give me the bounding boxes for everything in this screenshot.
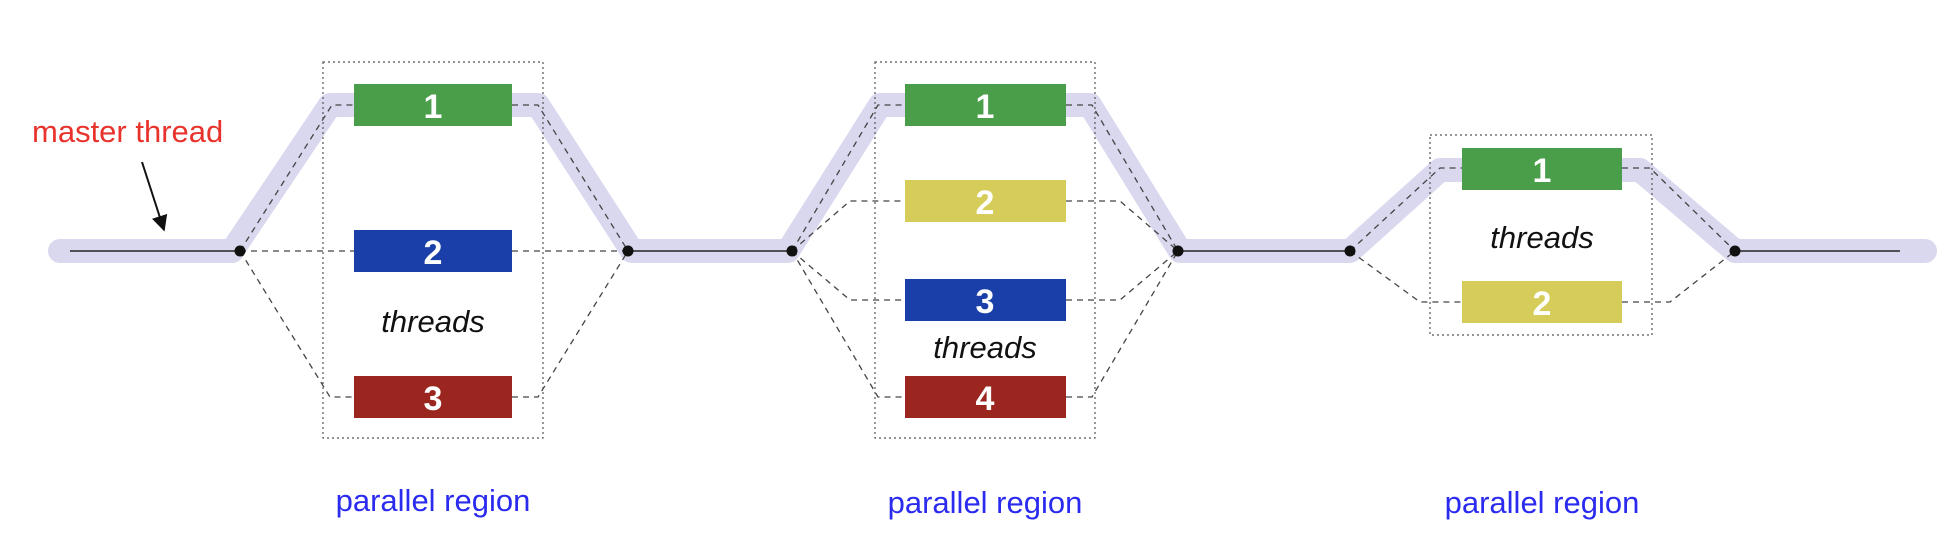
parallel-region-box — [874, 61, 1096, 439]
fork-node — [1344, 245, 1356, 257]
thread-path — [1066, 104, 1179, 252]
thread-bar — [354, 230, 512, 272]
join-node — [1172, 245, 1184, 257]
thread-path — [512, 104, 629, 252]
fork-node — [786, 245, 798, 257]
thread-path — [1349, 167, 1462, 252]
region-2: 1 2 3 4 threads — [905, 84, 1066, 418]
thread-id-label: 1 — [976, 88, 995, 126]
thread-id-label: 3 — [976, 283, 995, 321]
threads-label: threads — [1490, 220, 1593, 255]
parallel-region-label: parallel region — [888, 485, 1083, 520]
threads-label: threads — [933, 330, 1036, 365]
region-1: 1 2 3 threads — [354, 84, 512, 418]
region-3: 1 2 threads — [1462, 148, 1622, 323]
thread-id-label: 2 — [424, 234, 443, 272]
thread-path — [1349, 250, 1462, 303]
parallel-region-box — [1429, 134, 1653, 336]
master-thread-arrow — [141, 161, 168, 232]
thread-id-label: 4 — [976, 380, 995, 418]
thread-id-label: 2 — [1533, 285, 1552, 323]
thread-path — [791, 250, 905, 398]
thread-path — [1622, 250, 1736, 303]
thread-path — [1066, 250, 1179, 301]
thread-bar — [354, 376, 512, 418]
join-node — [622, 245, 634, 257]
thread-bar — [354, 84, 512, 126]
thread-path — [1622, 167, 1736, 252]
thread-bar — [905, 84, 1066, 126]
thread-id-label: 1 — [1533, 152, 1552, 190]
thread-path — [791, 104, 905, 252]
thread-path — [512, 250, 629, 398]
thread-paths — [239, 104, 1736, 398]
thread-bar — [1462, 281, 1622, 323]
thread-bar — [905, 180, 1066, 222]
master-thread-path-highlight — [48, 93, 1937, 263]
threads-label: threads — [381, 304, 484, 339]
thread-bar — [1462, 148, 1622, 190]
parallel-region-label: parallel region — [336, 483, 531, 518]
thread-path — [791, 250, 905, 301]
thread-path — [791, 200, 905, 252]
join-node — [1729, 245, 1741, 257]
thread-id-label: 1 — [424, 88, 443, 126]
thread-path — [239, 104, 354, 252]
parallel-region-label: parallel region — [1445, 485, 1640, 520]
thread-bar — [905, 279, 1066, 321]
thread-id-label: 2 — [976, 184, 995, 222]
thread-path — [239, 250, 354, 398]
parallel-region-box — [322, 61, 544, 439]
fork-node — [234, 245, 246, 257]
region-boxes — [322, 61, 1653, 439]
master-thread-label: master thread — [32, 114, 223, 149]
thread-id-label: 3 — [424, 380, 443, 418]
thread-path — [1066, 250, 1179, 398]
thread-bar — [905, 376, 1066, 418]
fork-join-nodes — [234, 245, 1741, 257]
